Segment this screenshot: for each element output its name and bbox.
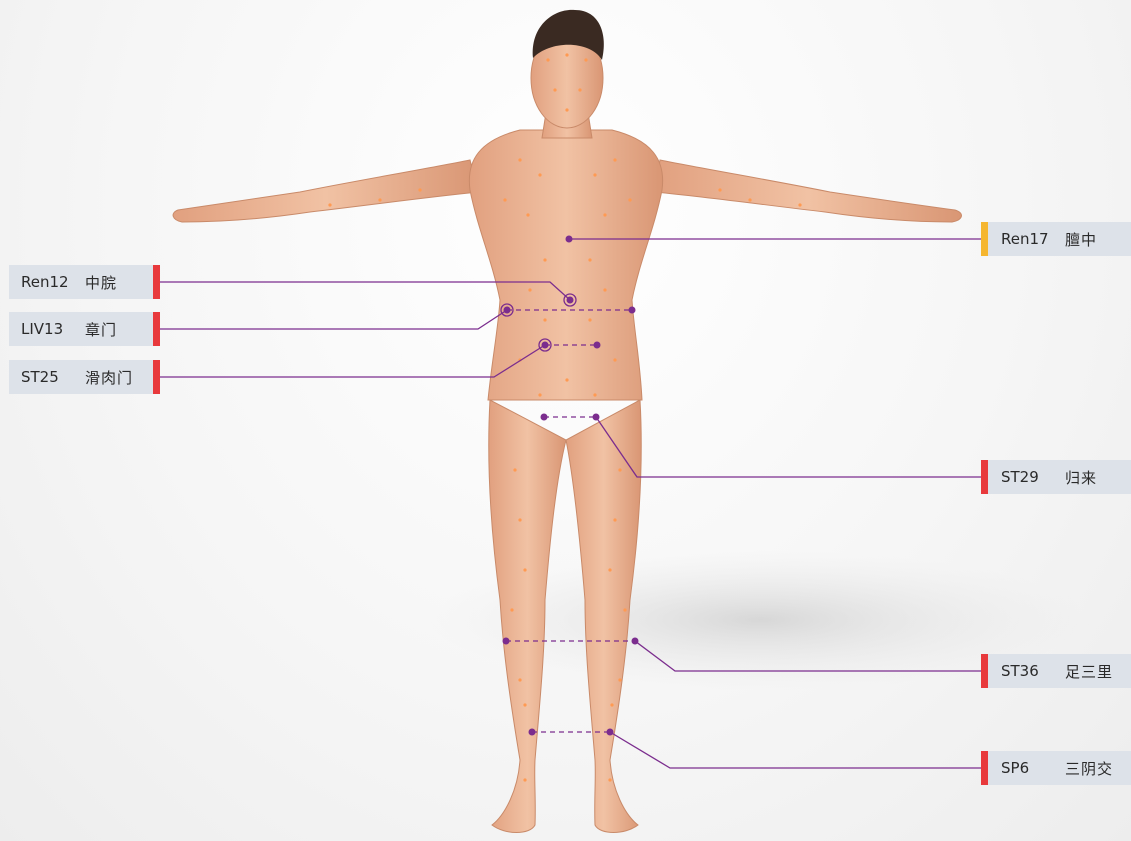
- acupoint-dot: [538, 173, 541, 176]
- point-name: 膻中: [1065, 229, 1097, 250]
- acupoint-dot: [565, 378, 568, 381]
- acupoint-dot: [588, 258, 591, 261]
- acupoint-dot: [328, 203, 331, 206]
- left-arm: [173, 160, 478, 222]
- acupoint-marker-pair-liv13: [629, 307, 636, 314]
- acupoint-dot: [748, 198, 751, 201]
- label-ren12[interactable]: Ren12 中脘: [9, 265, 159, 299]
- acupoint-dot: [543, 318, 546, 321]
- point-code: LIV13: [21, 320, 85, 338]
- marker-bar: [153, 265, 160, 299]
- point-name: 章门: [85, 319, 117, 340]
- point-code: Ren12: [21, 273, 85, 291]
- label-st36[interactable]: ST36 足三里: [981, 654, 1131, 688]
- acupoint-marker-st29: [593, 414, 600, 421]
- acupoint-dot: [608, 568, 611, 571]
- acupoint-dot: [593, 393, 596, 396]
- point-name: 中脘: [85, 272, 117, 293]
- acupoint-dot: [603, 288, 606, 291]
- acupoint-dot: [618, 468, 621, 471]
- label-st29[interactable]: ST29 归来: [981, 460, 1131, 494]
- acupoint-dot: [523, 568, 526, 571]
- acupoint-marker-st25: [542, 342, 549, 349]
- acupoint-dot: [565, 53, 568, 56]
- point-code: ST29: [1001, 468, 1065, 486]
- point-code: ST36: [1001, 662, 1065, 680]
- acupoint-marker-pair-st25: [594, 342, 601, 349]
- acupoint-dot: [510, 608, 513, 611]
- acupoint-dot: [608, 778, 611, 781]
- leader-line-sp6: [610, 732, 981, 768]
- human-figure: [173, 10, 961, 833]
- acupoint-dot: [613, 158, 616, 161]
- acupoint-dot: [543, 258, 546, 261]
- point-code: Ren17: [1001, 230, 1065, 248]
- leader-line-st25: [159, 345, 545, 377]
- acupoint-dot: [523, 778, 526, 781]
- acupoint-dot: [593, 173, 596, 176]
- acupoint-marker-ren12: [567, 297, 574, 304]
- acupoint-dot: [613, 358, 616, 361]
- marker-bar: [981, 460, 988, 494]
- acupoint-dot: [518, 518, 521, 521]
- acupoint-marker-liv13: [504, 307, 511, 314]
- point-name: 归来: [1065, 467, 1097, 488]
- acupoint-dot: [418, 188, 421, 191]
- marker-bar: [981, 654, 988, 688]
- acupoint-dot: [603, 213, 606, 216]
- point-name: 三阴交: [1065, 758, 1113, 779]
- acupoint-marker-pair-st29: [541, 414, 548, 421]
- acupoint-dot: [578, 88, 581, 91]
- point-name: 足三里: [1065, 661, 1113, 682]
- label-st25[interactable]: ST25 滑肉门: [9, 360, 159, 394]
- acupoint-dot: [526, 213, 529, 216]
- label-ren17[interactable]: Ren17 膻中: [981, 222, 1131, 256]
- acupoint-dot: [503, 198, 506, 201]
- marker-bar: [153, 312, 160, 346]
- acupoint-dot: [565, 108, 568, 111]
- acupoint-dot: [538, 393, 541, 396]
- acupoint-dot: [584, 58, 587, 61]
- marker-bar: [153, 360, 160, 394]
- acupoint-marker-sp6: [607, 729, 614, 736]
- acupoint-dot: [588, 318, 591, 321]
- acupoint-dot: [523, 703, 526, 706]
- right-arm: [655, 160, 961, 222]
- acupoint-marker-ren17: [566, 236, 573, 243]
- acupoint-marker-pair-st36: [503, 638, 510, 645]
- point-code: ST25: [21, 368, 85, 386]
- label-sp6[interactable]: SP6 三阴交: [981, 751, 1131, 785]
- marker-bar: [981, 751, 988, 785]
- acupoint-dot: [546, 58, 549, 61]
- acupoint-dot: [623, 608, 626, 611]
- acupoint-dot: [553, 88, 556, 91]
- leader-line-liv13: [159, 310, 507, 329]
- marker-bar: [981, 222, 988, 256]
- label-liv13[interactable]: LIV13 章门: [9, 312, 159, 346]
- acupoint-dot: [628, 198, 631, 201]
- acupoint-dot: [528, 288, 531, 291]
- acupoint-marker-st36: [632, 638, 639, 645]
- leader-line-st29: [596, 417, 981, 477]
- acupoint-dot: [513, 468, 516, 471]
- acupoint-dot: [613, 518, 616, 521]
- acupoint-dot: [518, 678, 521, 681]
- torso: [469, 130, 662, 400]
- point-name: 滑肉门: [85, 367, 133, 388]
- acupoint-marker-pair-sp6: [529, 729, 536, 736]
- acupoint-dot: [718, 188, 721, 191]
- acupoint-dot: [618, 678, 621, 681]
- acupoint-dot: [378, 198, 381, 201]
- acupoint-dot: [610, 703, 613, 706]
- point-code: SP6: [1001, 759, 1065, 777]
- acupoint-dot: [518, 158, 521, 161]
- acupoint-dot: [798, 203, 801, 206]
